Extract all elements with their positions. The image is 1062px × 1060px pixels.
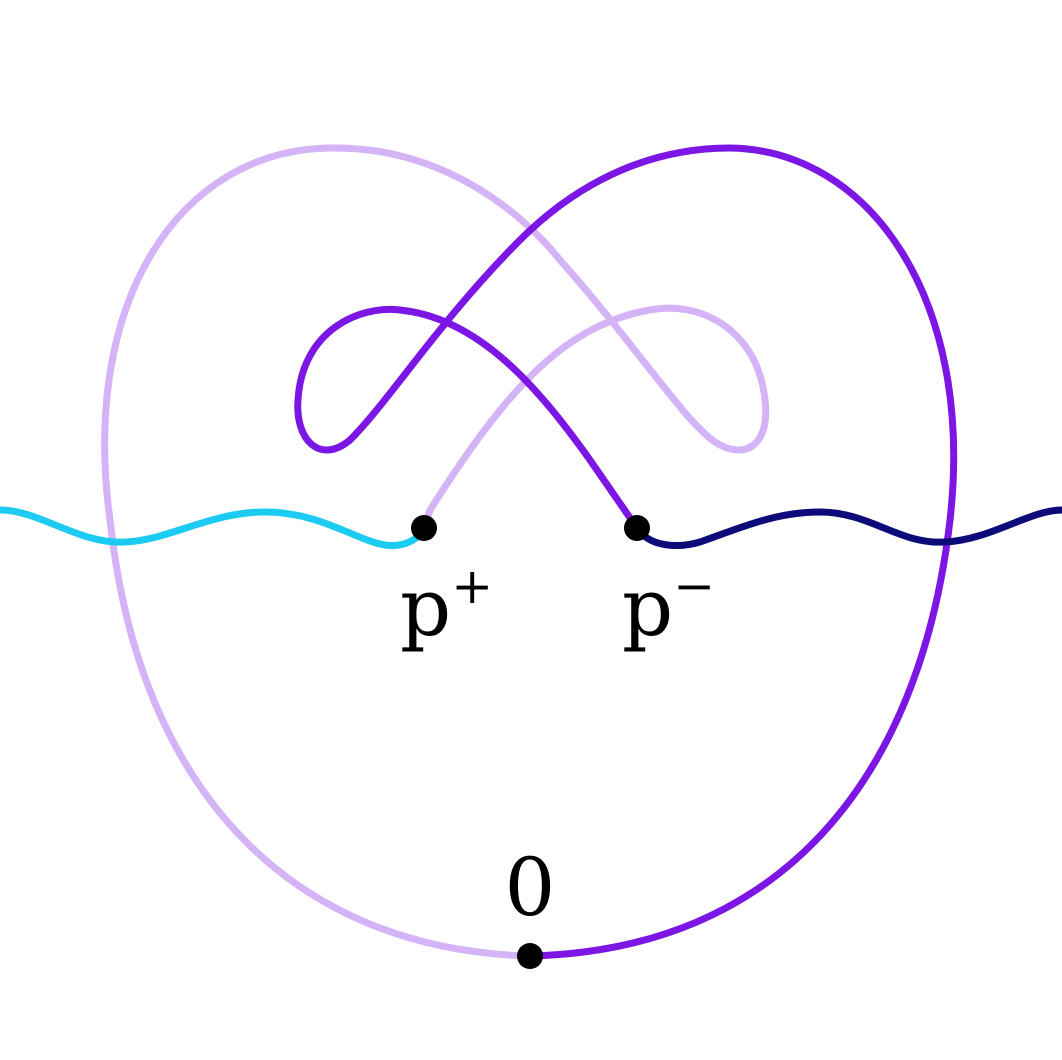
origin-label: 0 [505,841,556,934]
p-minus-point [624,515,650,541]
right-loop-curve [294,144,958,960]
p-plus-label: p+ [400,557,493,654]
p-minus-sup: − [673,557,715,615]
p-plus-sup: + [451,557,493,615]
left-wave-curve [0,506,428,550]
p-minus-base: p [622,561,673,654]
right-wave-curve [633,506,1062,549]
origin-point [517,943,543,969]
p-plus-base: p [400,561,451,654]
p-plus-point [411,515,437,541]
p-minus-label: p− [622,557,715,654]
left-loop-curve [101,144,770,960]
